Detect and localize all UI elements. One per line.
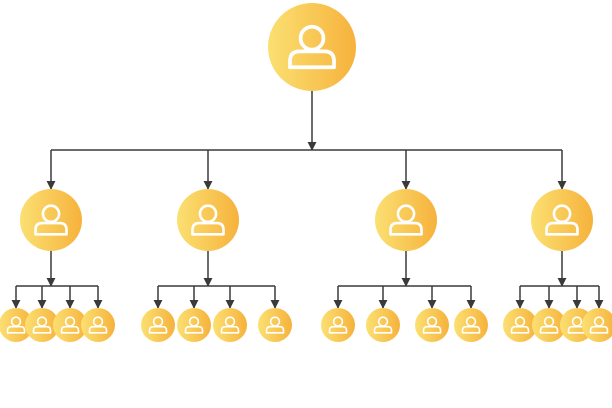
- node-circle: [415, 308, 449, 342]
- node-member: [503, 308, 537, 342]
- node-circle: [366, 308, 400, 342]
- person-outline-icon: [60, 316, 80, 334]
- node-circle: [531, 189, 593, 251]
- node-member: [582, 308, 612, 342]
- person-outline-icon: [328, 316, 348, 334]
- person-outline-icon: [539, 316, 559, 334]
- node-member: [258, 308, 292, 342]
- person-outline-icon: [220, 316, 240, 334]
- node-circle: [20, 189, 82, 251]
- node-circle: [375, 189, 437, 251]
- person-outline-icon: [148, 316, 168, 334]
- node-circle: [454, 308, 488, 342]
- person-outline-icon: [545, 204, 579, 236]
- node-member: [177, 308, 211, 342]
- person-outline-icon: [288, 24, 336, 70]
- person-outline-icon: [88, 316, 108, 334]
- person-outline-icon: [461, 316, 481, 334]
- node-circle: [321, 308, 355, 342]
- node-member: [0, 308, 33, 342]
- node-circle: [268, 3, 356, 91]
- node-manager-4: [531, 189, 593, 251]
- person-outline-icon: [265, 316, 285, 334]
- person-outline-icon: [373, 316, 393, 334]
- node-member: [141, 308, 175, 342]
- node-manager-2: [177, 189, 239, 251]
- connectors: [11, 91, 604, 309]
- person-outline-icon: [422, 316, 442, 334]
- node-circle: [258, 308, 292, 342]
- node-member: [454, 308, 488, 342]
- person-outline-icon: [589, 316, 609, 334]
- node-member: [81, 308, 115, 342]
- node-circle: [81, 308, 115, 342]
- node-member: [415, 308, 449, 342]
- node-circle: [141, 308, 175, 342]
- node-member: [53, 308, 87, 342]
- node-manager-3: [375, 189, 437, 251]
- node-circle: [503, 308, 537, 342]
- person-outline-icon: [184, 316, 204, 334]
- node-member: [25, 308, 59, 342]
- node-member: [366, 308, 400, 342]
- node-member: [213, 308, 247, 342]
- nodes: [0, 3, 612, 342]
- node-manager-1: [20, 189, 82, 251]
- node-circle: [177, 308, 211, 342]
- person-outline-icon: [34, 204, 68, 236]
- person-outline-icon: [32, 316, 52, 334]
- node-member: [321, 308, 355, 342]
- node-root: [268, 3, 356, 91]
- node-member: [532, 308, 566, 342]
- person-outline-icon: [389, 204, 423, 236]
- person-outline-icon: [510, 316, 530, 334]
- node-circle: [213, 308, 247, 342]
- node-circle: [177, 189, 239, 251]
- person-outline-icon: [6, 316, 26, 334]
- person-outline-icon: [191, 204, 225, 236]
